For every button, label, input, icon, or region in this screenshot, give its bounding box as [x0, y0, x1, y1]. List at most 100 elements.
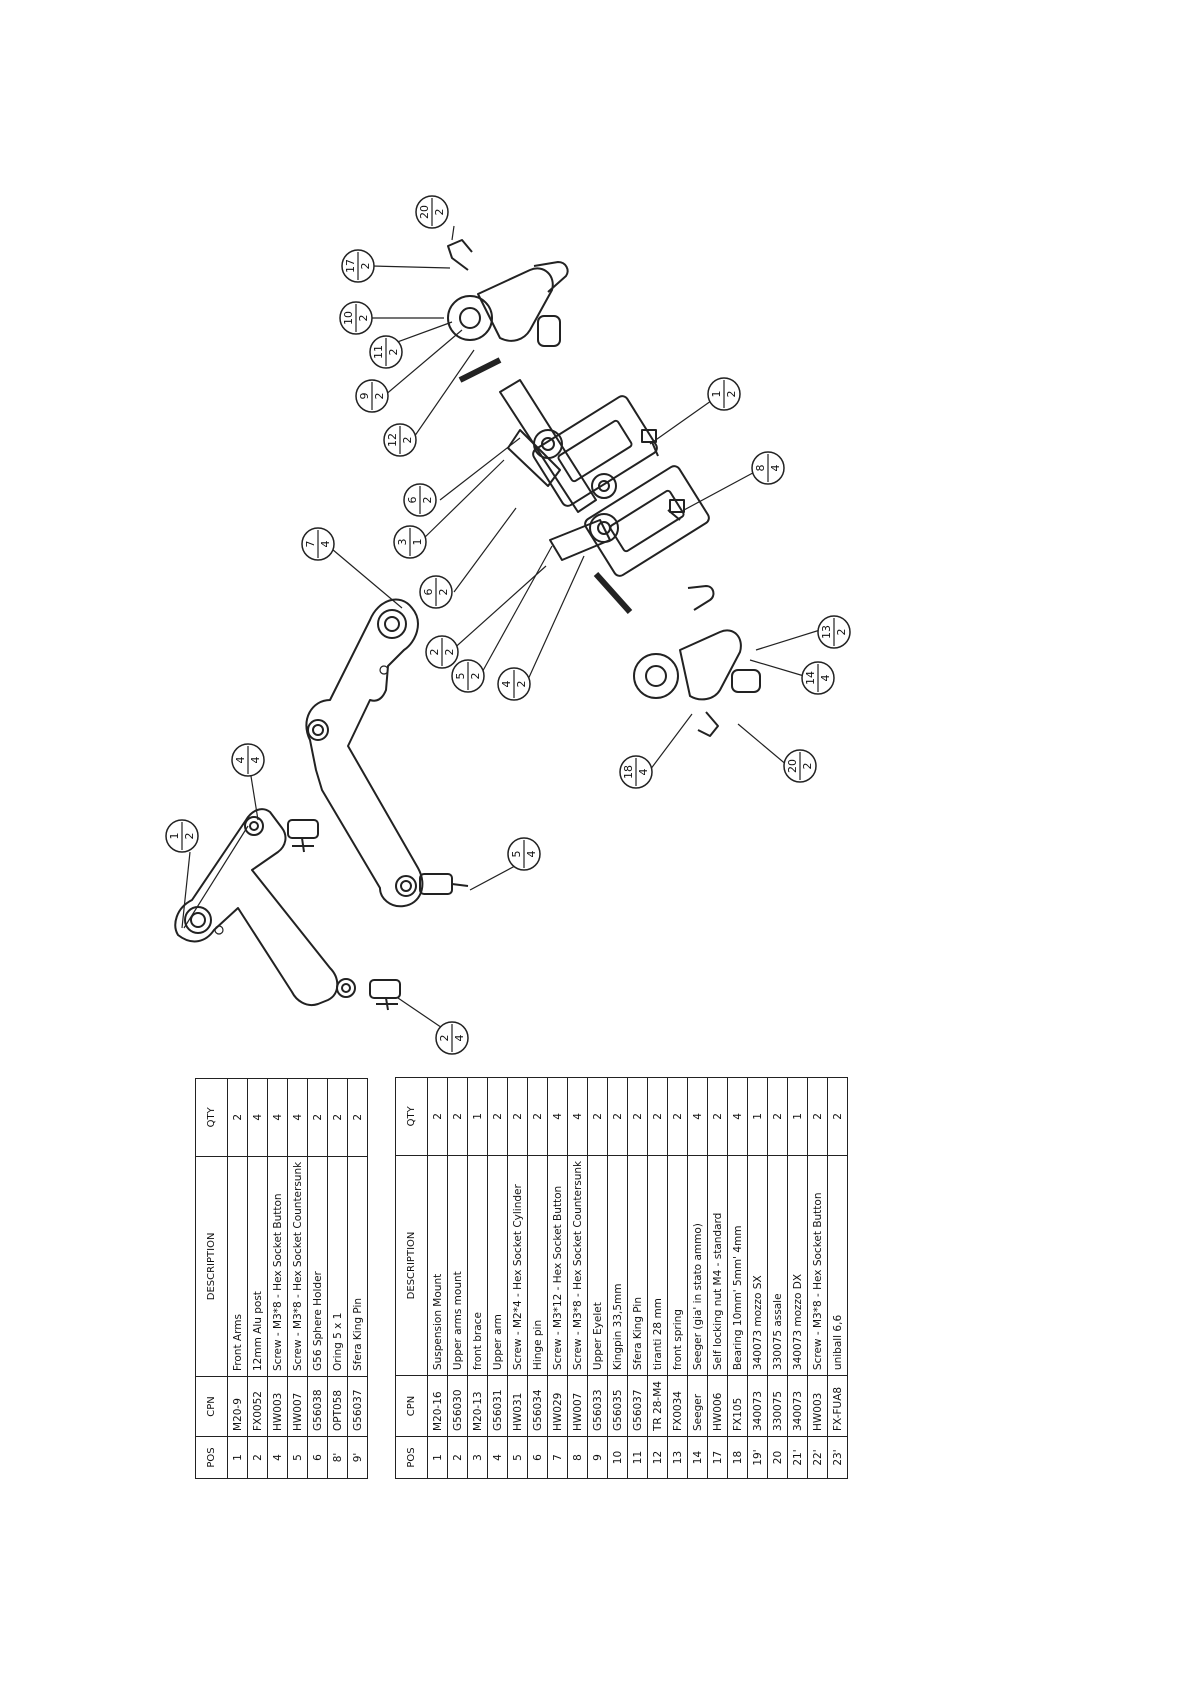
balloon-item-number: 4 [234, 757, 247, 764]
pos-cell: 2 [247, 1436, 268, 1479]
balloon-quantity: 2 [443, 649, 456, 656]
pos-cell: 1 [227, 1436, 248, 1479]
qty-cell: 2 [447, 1077, 468, 1156]
qty-cell: 4 [547, 1077, 568, 1156]
cpn-cell: G56030 [447, 1375, 468, 1437]
balloon-quantity: 2 [387, 349, 400, 356]
description-cell: 340073 mozzo SX [747, 1155, 768, 1376]
balloon-quantity: 2 [801, 763, 814, 770]
header-qty: QTY [395, 1077, 428, 1156]
cpn-cell: G56035 [607, 1375, 628, 1437]
pos-cell: 1 [427, 1436, 448, 1479]
cpn-cell: HW007 [567, 1375, 588, 1437]
balloon-quantity: 4 [453, 1035, 466, 1042]
pos-cell: 9' [347, 1436, 368, 1479]
balloon-item-number: 6 [406, 497, 419, 504]
description-cell: uniball 6,6 [827, 1155, 848, 1376]
pos-cell: 13 [667, 1436, 688, 1479]
balloon-quantity: 2 [357, 315, 370, 322]
balloon-quantity: 2 [433, 209, 446, 216]
description-cell: front spring [667, 1155, 688, 1376]
qty-cell: 2 [587, 1077, 608, 1156]
balloon-item-number: 2 [438, 1035, 451, 1042]
qty-cell: 2 [767, 1077, 788, 1156]
qty-cell: 4 [727, 1077, 748, 1156]
cpn-cell: M20-16 [427, 1375, 448, 1437]
balloon-item-number: 6 [422, 589, 435, 596]
bom-table-header: POS CPN DESCRIPTION QTY [195, 1078, 228, 1479]
cpn-cell: HW029 [547, 1375, 568, 1437]
pos-cell: 2 [447, 1436, 468, 1479]
balloon-quantity: 2 [359, 263, 372, 270]
qty-cell: 1 [467, 1077, 488, 1156]
description-cell: Sfera King Pin [347, 1156, 368, 1377]
qty-cell: 2 [507, 1077, 528, 1156]
description-cell: tiranti 28 mm [647, 1155, 668, 1376]
qty-cell: 4 [687, 1077, 708, 1156]
description-cell: Screw - M3*12 - Hex Socket Button [547, 1155, 568, 1376]
description-cell: Oring 5 x 1 [327, 1156, 348, 1377]
header-pos: POS [395, 1436, 428, 1479]
balloon-item-number: 4 [500, 681, 513, 688]
description-cell: Screw - M2*4 - Hex Socket Cylinder [507, 1155, 528, 1376]
balloon-item-number: 1 [710, 391, 723, 398]
balloon-item-number: 18 [622, 765, 635, 779]
balloon-item-number: 12 [386, 433, 399, 447]
description-cell: Hinge pin [527, 1155, 548, 1376]
qty-cell: 2 [707, 1077, 728, 1156]
cpn-cell: G56038 [307, 1376, 328, 1437]
qty-cell: 2 [647, 1077, 668, 1156]
right-suspension-assembly [447, 239, 761, 737]
description-cell: Screw - M3*8 - Hex Socket Countersunk [287, 1156, 308, 1377]
pos-cell: 3 [467, 1436, 488, 1479]
qty-cell: 2 [307, 1078, 328, 1157]
qty-cell: 1 [747, 1077, 768, 1156]
cpn-cell: Seeger [687, 1375, 708, 1437]
leader-lines [181, 225, 821, 1037]
qty-cell: 4 [567, 1077, 588, 1156]
balloon-item-number: 20 [786, 759, 799, 773]
pos-cell: 21' [787, 1436, 808, 1479]
cpn-cell: HW031 [507, 1375, 528, 1437]
pos-cell: 12 [647, 1436, 668, 1479]
cpn-cell: TR 28-M4 [647, 1375, 668, 1437]
description-cell: Upper arm [487, 1155, 508, 1376]
description-cell: G56 Sphere Holder [307, 1156, 328, 1377]
balloon-quantity: 4 [819, 675, 832, 682]
cpn-cell: HW003 [267, 1376, 288, 1437]
pos-cell: 5 [287, 1436, 308, 1479]
header-cpn: CPN [395, 1375, 428, 1437]
balloon-quantity: 2 [725, 391, 738, 398]
description-cell: 330075 assale [767, 1155, 788, 1376]
header-description: DESCRIPTION [395, 1155, 428, 1376]
description-cell: Screw - M3*8 - Hex Socket Button [807, 1155, 828, 1376]
pos-cell: 6 [307, 1436, 328, 1479]
description-cell: Kingpin 33,5mm [607, 1155, 628, 1376]
